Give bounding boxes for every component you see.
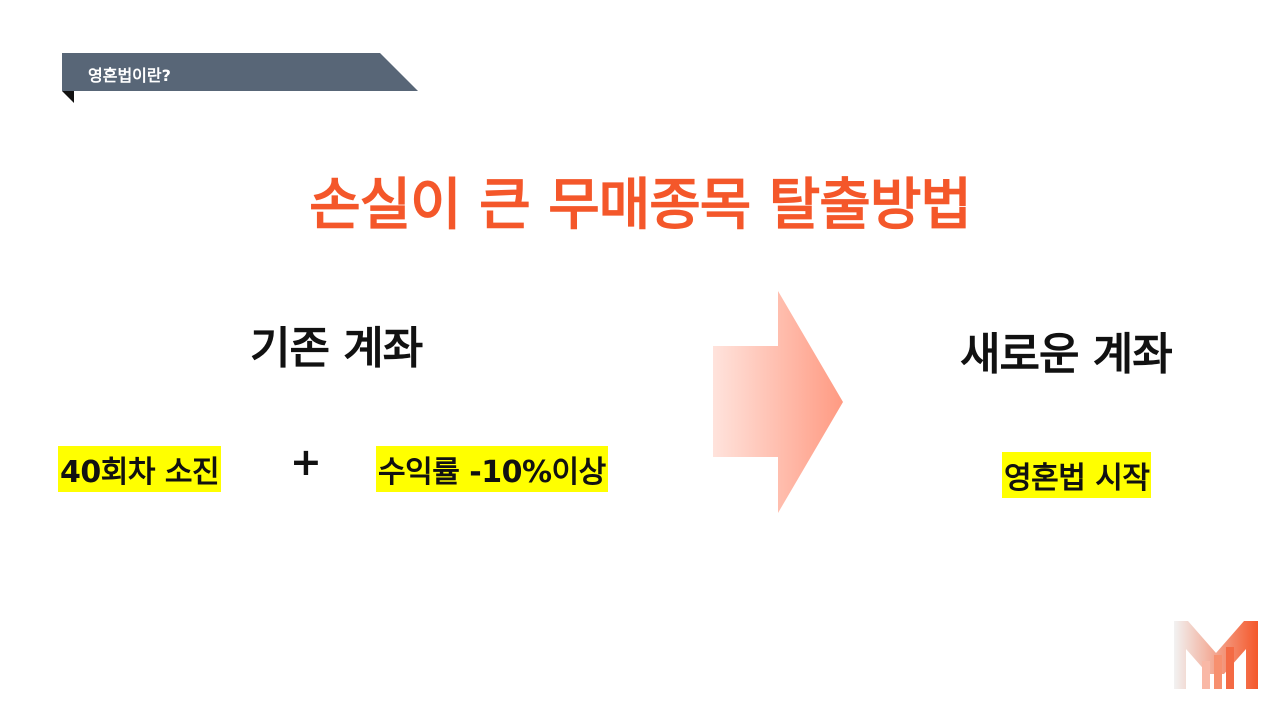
plus-operator: + [290,440,322,484]
brand-m-logo-icon [1174,621,1258,689]
page-title: 손실이 큰 무매종목 탈출방법 [309,173,972,238]
condition-return-rate: 수익률 -10%이상 [376,446,608,492]
new-account-heading: 새로운 계좌 [960,329,1173,380]
old-account-heading: 기존 계좌 [250,323,423,374]
section-tab: 영혼법이란? [62,53,418,103]
condition-rounds-exhausted: 40회차 소진 [58,446,222,492]
start-yeonghon-method: 영혼법 시작 [1002,452,1152,498]
right-arrow-icon [713,291,843,513]
section-tab-shape [62,53,418,103]
section-tab-label: 영혼법이란? [88,66,171,85]
